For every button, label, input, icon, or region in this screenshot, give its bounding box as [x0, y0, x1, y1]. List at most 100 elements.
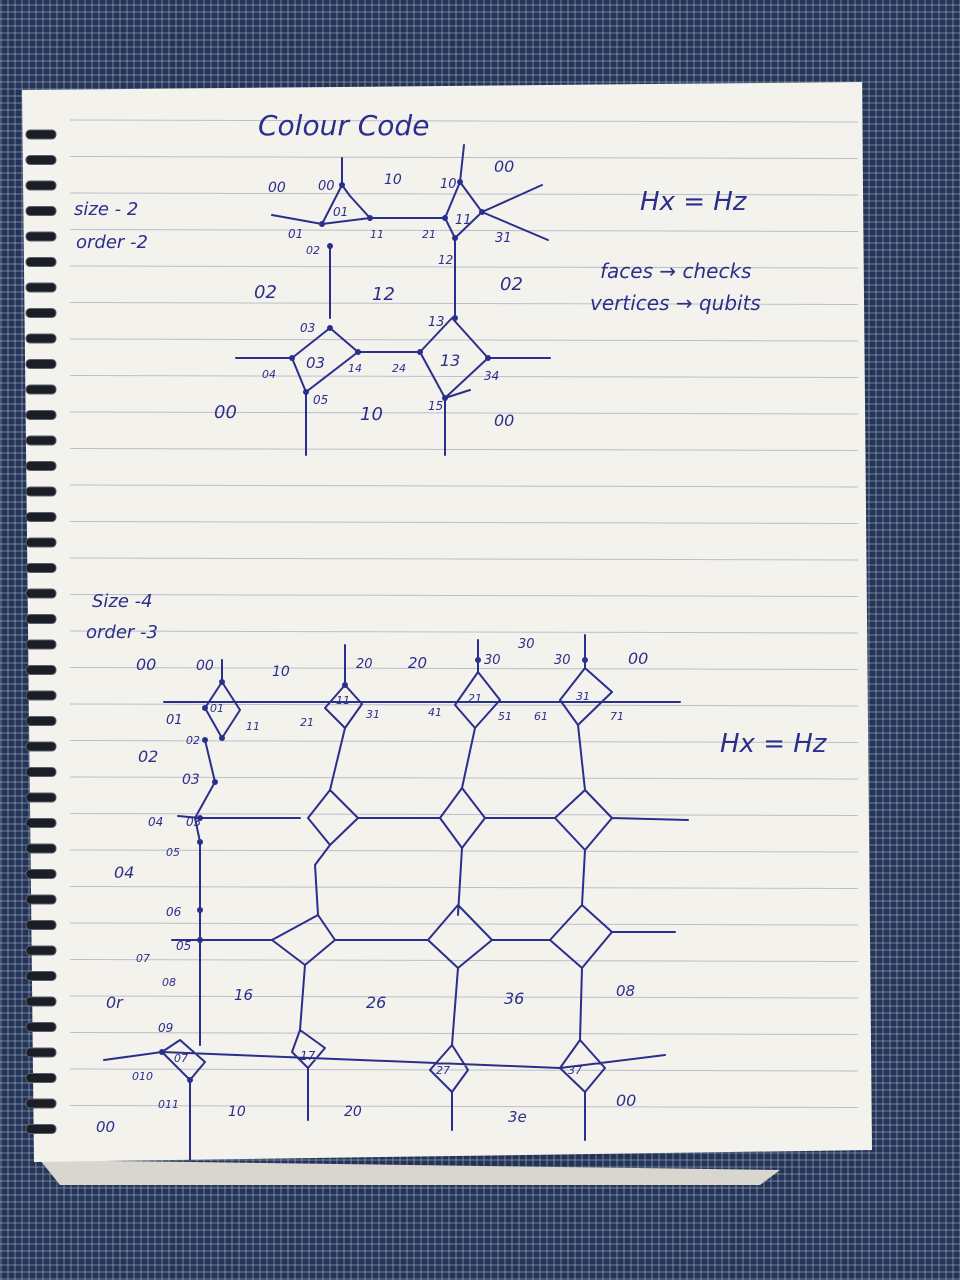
qubit-dot [342, 682, 348, 688]
spiral-ring [25, 563, 57, 573]
qubit-dot [202, 705, 208, 711]
diagram-b-label: 00 [628, 649, 648, 668]
diagram-b-label: 37 [568, 1064, 582, 1077]
spiral-ring [25, 767, 57, 777]
diagram-b-label: 10 [272, 664, 290, 680]
spiral-ring [25, 410, 57, 420]
diagram-b-label: 010 [132, 1070, 153, 1083]
spiral-ring [25, 843, 57, 854]
ruled-line [69, 630, 859, 634]
ruled-line [69, 521, 859, 524]
diagram-b-label: 20 [408, 654, 427, 672]
qubit-dot [442, 395, 448, 401]
qubit-dot [442, 215, 448, 221]
diagram-b-label: 08 [616, 982, 635, 1000]
diagram-a-label: 02 [254, 282, 277, 303]
diagram-a-label: 01 [333, 205, 348, 219]
diagram-a-label: 15 [428, 399, 443, 413]
spiral-ring [25, 512, 57, 522]
diagram-b-label: 06 [166, 905, 182, 919]
diagram-a-label: 04 [262, 368, 276, 381]
diagram-b-label: 0r [106, 993, 124, 1012]
spiral-ring [25, 920, 57, 930]
spiral-ring [25, 486, 57, 497]
diagram-b-label: 11 [336, 694, 350, 707]
qubit-dot [452, 315, 458, 321]
qubit-dot [303, 389, 309, 395]
qubit-dot [289, 355, 295, 361]
diagram-a-label: 24 [392, 362, 406, 375]
diagram-b-label: 30 [554, 653, 571, 668]
diagram-b-label: 00 [616, 1091, 636, 1110]
ruled-line [69, 119, 859, 123]
ruled-line [69, 338, 859, 342]
qubit-dot [197, 907, 203, 913]
spiral-ring [25, 894, 57, 905]
qubit-dot [212, 779, 218, 785]
diagram-b-label: 26 [366, 993, 386, 1012]
ruled-line [69, 667, 859, 670]
diagram-b-label: 05 [176, 939, 191, 953]
ruled-line [69, 849, 859, 853]
diagram-a-label: 13 [428, 315, 445, 330]
ruled-line [69, 886, 859, 889]
note-hx-hz-bottom: Hx = Hz [720, 729, 828, 759]
ruled-line [69, 1032, 859, 1035]
ruled-line [69, 922, 859, 926]
ruled-line [69, 484, 859, 488]
spiral-ring [25, 690, 57, 701]
diagram-b-label: 17 [300, 1049, 316, 1063]
diagram-b-label: 04 [114, 863, 134, 882]
spiral-ring [25, 1047, 57, 1058]
diagram-b-qubit-dots [159, 657, 588, 1083]
spiral-ring [25, 384, 57, 395]
qubit-dot [327, 243, 333, 249]
ruled-line [69, 156, 859, 159]
qubit-dot [479, 209, 485, 215]
spiral-ring [25, 333, 57, 344]
ruled-line [69, 594, 859, 597]
notebook-page [22, 82, 872, 1185]
spiral-ring [25, 155, 57, 165]
diagram-a-label: 13 [440, 351, 460, 370]
diagram-b-colour-code: 00 00 10 20 20 30 30 30 00 01 01 11 21 1… [96, 634, 689, 1161]
qubit-dot [417, 349, 423, 355]
diagram-b-label: 08 [162, 976, 176, 989]
diagram-b-labels: 00 00 10 20 20 30 30 30 00 01 01 11 21 1… [96, 637, 648, 1136]
spiral-ring [25, 206, 57, 216]
diagram-a-label: 00 [494, 157, 514, 176]
ruled-line [69, 192, 859, 196]
diagram-b-label: 07 [174, 1052, 188, 1065]
diagram-b-label: 61 [534, 710, 548, 723]
spiral-ring [25, 282, 57, 293]
spiral-ring [25, 971, 57, 981]
diagram-b-label: 20 [356, 657, 373, 672]
diagram-a-label: 03 [300, 321, 315, 335]
spiral-ring [25, 257, 57, 267]
spiral-binding [25, 129, 57, 1134]
diagram-a-label: 34 [484, 369, 499, 383]
qubit-dot [582, 657, 588, 663]
qubit-dot [187, 1077, 193, 1083]
qubit-dot [219, 679, 225, 685]
qubit-dot [219, 735, 225, 741]
note-hx-hz-top: Hx = Hz [640, 187, 748, 217]
diagram-a-label: 14 [348, 362, 362, 375]
ruled-line [69, 1068, 859, 1072]
qubit-dot [475, 657, 481, 663]
diagram-b-label: 41 [428, 706, 442, 719]
ruled-line [69, 302, 859, 305]
spiral-ring [25, 741, 57, 752]
spiral-ring [25, 818, 57, 828]
diagram-a-label: 02 [306, 244, 320, 257]
diagram-b-label: 27 [436, 1064, 450, 1077]
diagram-a-label: 02 [500, 274, 523, 295]
qubit-dot [367, 215, 373, 221]
spiral-ring [25, 869, 57, 879]
ruled-line [69, 703, 859, 707]
qubit-dot [327, 325, 333, 331]
diagram-a-labels: 00 00 10 10 00 01 11 01 21 31 02 11 12 0… [214, 157, 523, 430]
note-order-b: order -3 [86, 622, 158, 643]
qubit-dot [197, 937, 203, 943]
spiral-ring [25, 359, 57, 369]
